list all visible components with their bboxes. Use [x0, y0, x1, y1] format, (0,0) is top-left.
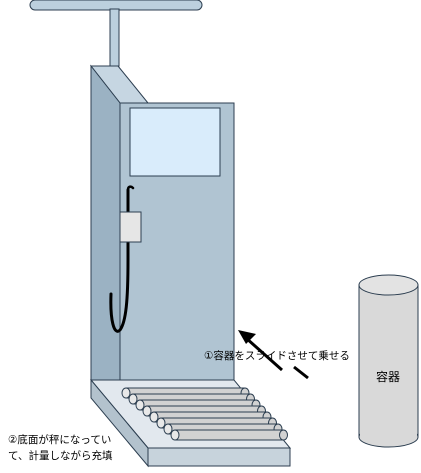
filling-machine — [89, 64, 235, 399]
container-label: 容器 — [376, 369, 400, 384]
arrow-shaft — [245, 336, 283, 372]
container-cylinder: 容器 — [358, 274, 419, 448]
step1-label: ①容器をスライドさせて乗せる — [204, 349, 350, 362]
arrow-tail — [293, 365, 309, 380]
filling-hose — [109, 185, 142, 333]
step2-label-line1: ②底面が秤になってい — [8, 433, 111, 446]
machine-side-face — [90, 64, 121, 399]
filling-nozzle — [119, 211, 142, 243]
roller — [170, 429, 288, 441]
platform-side — [90, 378, 149, 468]
machine-window — [129, 107, 221, 177]
hose-line — [109, 188, 130, 333]
slide-arrow-icon — [238, 330, 309, 380]
step2-label-line2: て、計量しながら充填 — [8, 449, 113, 462]
arrow-head — [238, 330, 256, 344]
hose-hook — [126, 185, 135, 192]
rail-support — [109, 8, 120, 67]
platform-front — [147, 447, 291, 467]
container-top — [358, 274, 419, 296]
container-mask — [360, 285, 417, 437]
roller-conveyor — [121, 387, 288, 441]
top-rail — [29, 0, 203, 67]
